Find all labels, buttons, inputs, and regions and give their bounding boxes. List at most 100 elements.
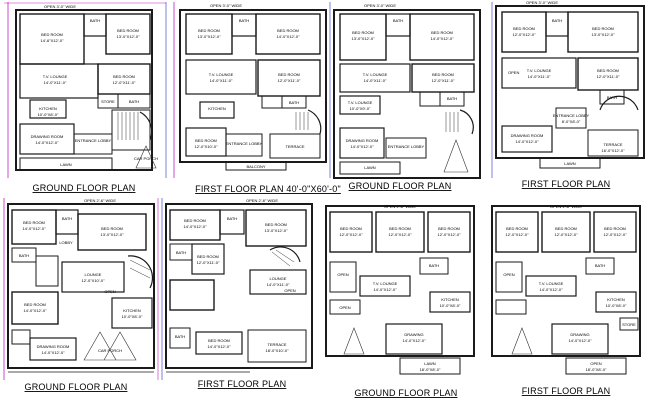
plan-panel-7: OPEN 2'-6" WIDE BED ROOM 12'-0"X12'-0" B…: [325, 204, 475, 398]
plan-title: FIRST FLOOR PLAN 40'-0"X60'-0": [195, 184, 341, 194]
room-label: DRAWING: [570, 332, 589, 337]
room-label: BED ROOM: [340, 226, 362, 231]
room-label: BED ROOM: [117, 28, 139, 33]
room-size: 10'-0"X8'-0": [606, 303, 627, 308]
room-label: BED ROOM: [597, 68, 619, 73]
room-label: KITCHEN: [39, 106, 57, 111]
room-label: OPEN: [104, 289, 115, 294]
room-size: 13'-0"X12'-0": [116, 34, 140, 39]
dim-top: OPEN 2'-6" WIDE: [246, 198, 278, 203]
room-size: 14'-0"X11'-0": [267, 282, 290, 287]
room-label: CAR PORCH: [98, 348, 122, 353]
room-size: 12'-0"X11'-0": [432, 78, 455, 83]
plan-title: FIRST FLOOR PLAN: [522, 179, 611, 189]
room-label: T.V. LOUNGE: [373, 281, 398, 286]
plan-panel-4: OPEN 3'-0" WIDE BED ROOM 12'-0"X12'-0" B…: [491, 0, 645, 189]
plan-title: GROUND FLOOR PLAN: [349, 181, 452, 191]
room-label: BED ROOM: [101, 226, 123, 231]
room-size: 12'-0"X11'-0": [597, 74, 620, 79]
room-label: ENTRANCE LOBBY: [388, 144, 425, 149]
room-label: ENTRANCE LOBBY: [553, 113, 590, 118]
room-label: DRAWING ROOM: [511, 133, 544, 138]
room-label: CAR PORCH: [134, 156, 158, 161]
room-label: OPEN: [284, 288, 295, 293]
room-label: BATH: [595, 263, 605, 268]
room-size: 13'-0"X12'-0": [351, 36, 375, 41]
room-size: 14'-0"X11'-0": [528, 74, 551, 79]
room-label: STORE: [622, 322, 636, 327]
plan-title: FIRST FLOOR PLAN: [522, 386, 611, 396]
room-label: BATH: [90, 18, 100, 23]
room-size: 12'-0"X12'-0": [388, 232, 412, 237]
room-label: T.V. LOUNGE: [43, 74, 68, 79]
dim-top: OPEN 2'-6" WIDE: [384, 204, 416, 209]
room-label: BED ROOM: [604, 226, 626, 231]
plan-panel-6: OPEN 2'-6" WIDE BED ROOM 14'-0"X12'-0" B…: [161, 198, 313, 389]
plan-panel-8: OPEN 2'-6" WIDE BED ROOM 12'-0"X12'-0" B…: [491, 204, 641, 396]
room-size: 14'-0"X11'-0": [364, 78, 387, 83]
room-label: BED ROOM: [197, 254, 219, 259]
room-size: 12'-0"X10'-0": [194, 144, 218, 149]
room-label: BED ROOM: [431, 30, 453, 35]
plan-title: GROUND FLOOR PLAN: [25, 382, 128, 392]
room-label: BED ROOM: [208, 338, 230, 343]
room-label: KITCHEN: [208, 106, 226, 111]
room-label: BED ROOM: [277, 28, 299, 33]
room-label: TERRACE: [603, 142, 622, 147]
room-label: BATH: [239, 18, 249, 23]
room-label: BATH: [552, 18, 562, 23]
plan-panel-3: OPEN 3'-0" WIDE BED ROOM 13'-0"X12'-0" B…: [329, 2, 481, 191]
room-size: 14'-0"X12'-0": [22, 226, 46, 231]
room-label: BED ROOM: [41, 32, 63, 37]
room-size: 14'-0"X11'-0": [44, 80, 67, 85]
room-size: 12'-0"X12'-0": [437, 232, 461, 237]
plan-panel-2: OPEN 3'-0" WIDE BED ROOM 13'-0"X12'-0" B…: [173, 2, 341, 194]
plan-title: FIRST FLOOR PLAN: [198, 379, 287, 389]
room-size: 12'-0"X12'-0": [554, 232, 578, 237]
room-size: 14'-0"X12'-0": [430, 36, 454, 41]
room-label: LOUNGE: [85, 272, 102, 277]
room-label: KITCHEN: [607, 297, 625, 302]
room-size: 14'-0"X12'-0": [207, 344, 231, 349]
room-label: DRAWING ROOM: [346, 138, 379, 143]
room-label: BED ROOM: [438, 226, 460, 231]
room-label: BATH: [176, 250, 186, 255]
room-size: 12'-0"X12'-0": [512, 32, 536, 37]
room-label: TERRACE: [285, 144, 304, 149]
room-label: OPEN: [337, 272, 348, 277]
room-size: 8'-0"X8'-0": [562, 119, 581, 124]
room-size: 18'-0"X10'-0": [265, 348, 289, 353]
room-size: 12'-0"X11'-0": [278, 78, 301, 83]
room-label: BATH: [289, 100, 299, 105]
room-size: 12'-0"X12'-0": [603, 232, 627, 237]
room-label: BED ROOM: [555, 226, 577, 231]
room-size: 13'-0"X12'-0": [264, 228, 288, 233]
room-label: OPEN: [503, 272, 514, 277]
room-label: BED ROOM: [506, 226, 528, 231]
room-label: BATH: [607, 95, 617, 100]
room-label: OPEN: [339, 305, 350, 310]
room-size: 10'-0"X8'-0": [122, 314, 143, 319]
room-label: BATH: [447, 96, 457, 101]
room-size: 14'-6"X12'-0": [40, 38, 64, 43]
room-label: BATH: [62, 216, 72, 221]
dim-top: OPEN 3'-0" WIDE: [210, 3, 242, 8]
dim-top: OPEN 3'-0" WIDE: [364, 3, 396, 8]
dim-top: OPEN 2'-6" WIDE: [550, 204, 582, 209]
room-size: 14'-0"X12'-0": [23, 308, 47, 313]
room-label: STORE: [101, 99, 115, 104]
plan-panel-5: OPEN 2'-6" WIDE BED ROOM 14'-0"X12'-0" B…: [3, 198, 159, 392]
room-label: BED ROOM: [113, 74, 135, 79]
room-size: 14'-0"X12'-0": [183, 224, 207, 229]
room-label: OPEN: [590, 361, 601, 366]
dim-top: OPEN 3'-0" WIDE: [44, 4, 76, 9]
room-label: BED ROOM: [278, 72, 300, 77]
room-size: 12'-0"X11'-0": [113, 80, 136, 85]
room-label: BED ROOM: [513, 26, 535, 31]
room-label: BATH: [227, 216, 237, 221]
room-label: BED ROOM: [184, 218, 206, 223]
room-label: LAWN: [424, 361, 436, 366]
room-size: 12'-0"X12'-0": [339, 232, 363, 237]
room-size: 12'-0"X12'-0": [505, 232, 529, 237]
room-label: BATH: [429, 263, 439, 268]
